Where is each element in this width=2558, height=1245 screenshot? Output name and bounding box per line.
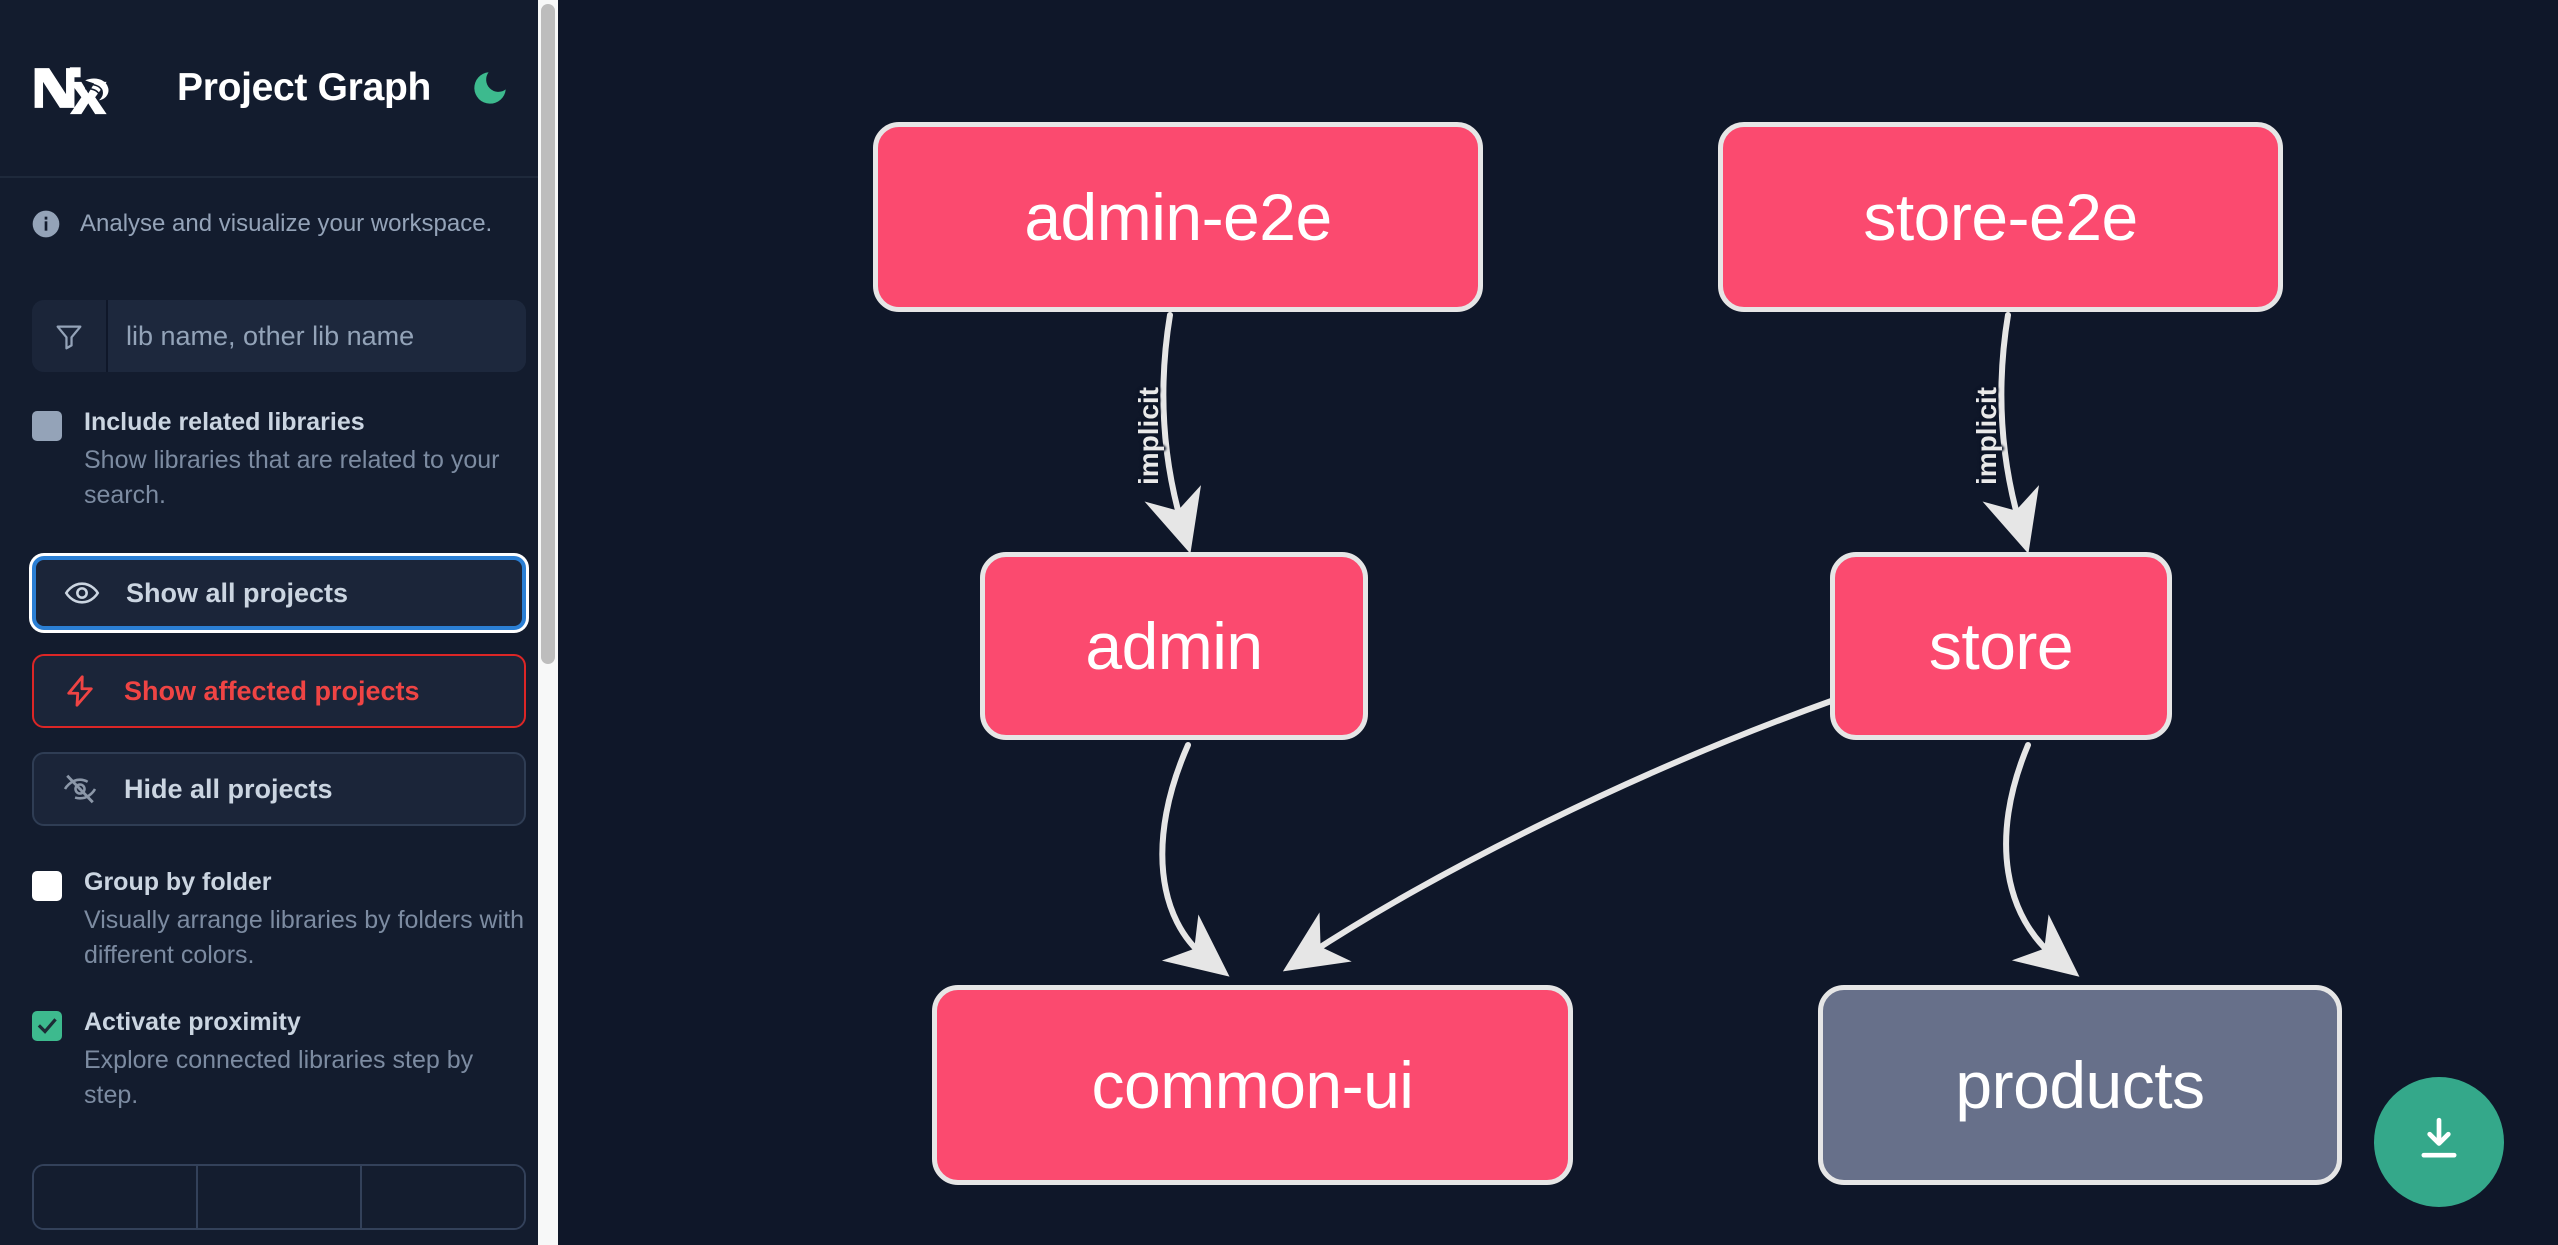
node-label: products	[1955, 1048, 2205, 1122]
search-input[interactable]	[108, 300, 526, 372]
show-affected-projects-button[interactable]: Show affected projects	[32, 654, 526, 728]
sidebar-scrollbar-track[interactable]	[538, 0, 558, 1245]
segment-1[interactable]	[198, 1166, 362, 1228]
graph-node-store[interactable]: store	[1830, 552, 2172, 740]
info-icon	[30, 208, 62, 240]
segment-2[interactable]	[362, 1166, 524, 1228]
projects-button-group: Show all projects Show affected projects	[32, 556, 526, 826]
tagline-text: Analyse and visualize your workspace.	[80, 210, 493, 237]
edge-admin-e2e-admin	[1144, 312, 1202, 554]
graph-node-admin[interactable]: admin	[980, 552, 1368, 740]
search-bar[interactable]	[32, 300, 526, 372]
sidebar-header: Project Graph	[0, 0, 558, 178]
edge-store-common-ui	[1282, 697, 1837, 972]
graph-node-admin-e2e[interactable]: admin-e2e	[873, 122, 1483, 312]
graph-node-products[interactable]: products	[1818, 985, 2342, 1185]
segment-0[interactable]	[34, 1166, 198, 1228]
option-group-by-folder[interactable]: Group by folder Visually arrange librari…	[0, 826, 558, 972]
edge-store-e2e-store	[1982, 312, 2040, 554]
edge-admin-common-ui	[1159, 742, 1230, 977]
lightning-icon	[62, 673, 98, 709]
graph-node-store-e2e[interactable]: store-e2e	[1718, 122, 2283, 312]
node-label: admin-e2e	[1024, 180, 1332, 254]
show-all-projects-label: Show all projects	[126, 577, 349, 608]
option-desc: Explore connected libraries step by step…	[84, 1046, 474, 1109]
download-image-button[interactable]	[2374, 1077, 2504, 1207]
hide-all-projects-button[interactable]: Hide all projects	[32, 752, 526, 826]
eye-icon	[64, 575, 100, 611]
option-desc: Show libraries that are related to your …	[84, 446, 500, 509]
node-label: store-e2e	[1863, 180, 2138, 254]
segmented-control[interactable]	[32, 1164, 526, 1230]
edge-store-products	[2003, 742, 2080, 977]
eye-off-icon	[62, 771, 98, 807]
sidebar-scrollbar-thumb[interactable]	[541, 4, 555, 664]
group-by-folder-checkbox[interactable]	[32, 871, 62, 901]
activate-proximity-checkbox[interactable]	[32, 1011, 62, 1041]
option-title: Activate proximity	[84, 1008, 301, 1036]
download-icon	[2411, 1112, 2467, 1173]
tagline: Analyse and visualize your workspace.	[0, 178, 558, 240]
filter-icon[interactable]	[32, 300, 108, 372]
graph-canvas[interactable]: admin-e2e store-e2e admin store common-u…	[558, 0, 2558, 1245]
include-related-libraries-checkbox[interactable]	[32, 411, 62, 441]
sidebar: Project Graph Analyse and visualize your…	[0, 0, 558, 1245]
option-title: Group by folder	[84, 868, 272, 896]
option-include-related-libraries[interactable]: Include related libraries Show libraries…	[0, 372, 558, 512]
graph-node-common-ui[interactable]: common-ui	[932, 985, 1573, 1185]
page-title: Project Graph	[177, 66, 431, 109]
edge-label-implicit-store: implicit	[1971, 386, 2003, 486]
moon-icon[interactable]	[469, 67, 511, 109]
show-affected-projects-label: Show affected projects	[124, 675, 420, 706]
nx-logo-icon	[30, 57, 122, 119]
edge-label-implicit-admin: implicit	[1133, 386, 1165, 486]
node-label: admin	[1085, 609, 1263, 683]
node-label: store	[1928, 609, 2074, 683]
option-desc: Visually arrange libraries by folders wi…	[84, 906, 525, 969]
option-title: Include related libraries	[84, 408, 365, 436]
hide-all-projects-label: Hide all projects	[124, 773, 333, 804]
option-activate-proximity[interactable]: Activate proximity Explore connected lib…	[0, 972, 558, 1112]
node-label: common-ui	[1091, 1048, 1414, 1122]
show-all-projects-button[interactable]: Show all projects	[32, 556, 526, 630]
